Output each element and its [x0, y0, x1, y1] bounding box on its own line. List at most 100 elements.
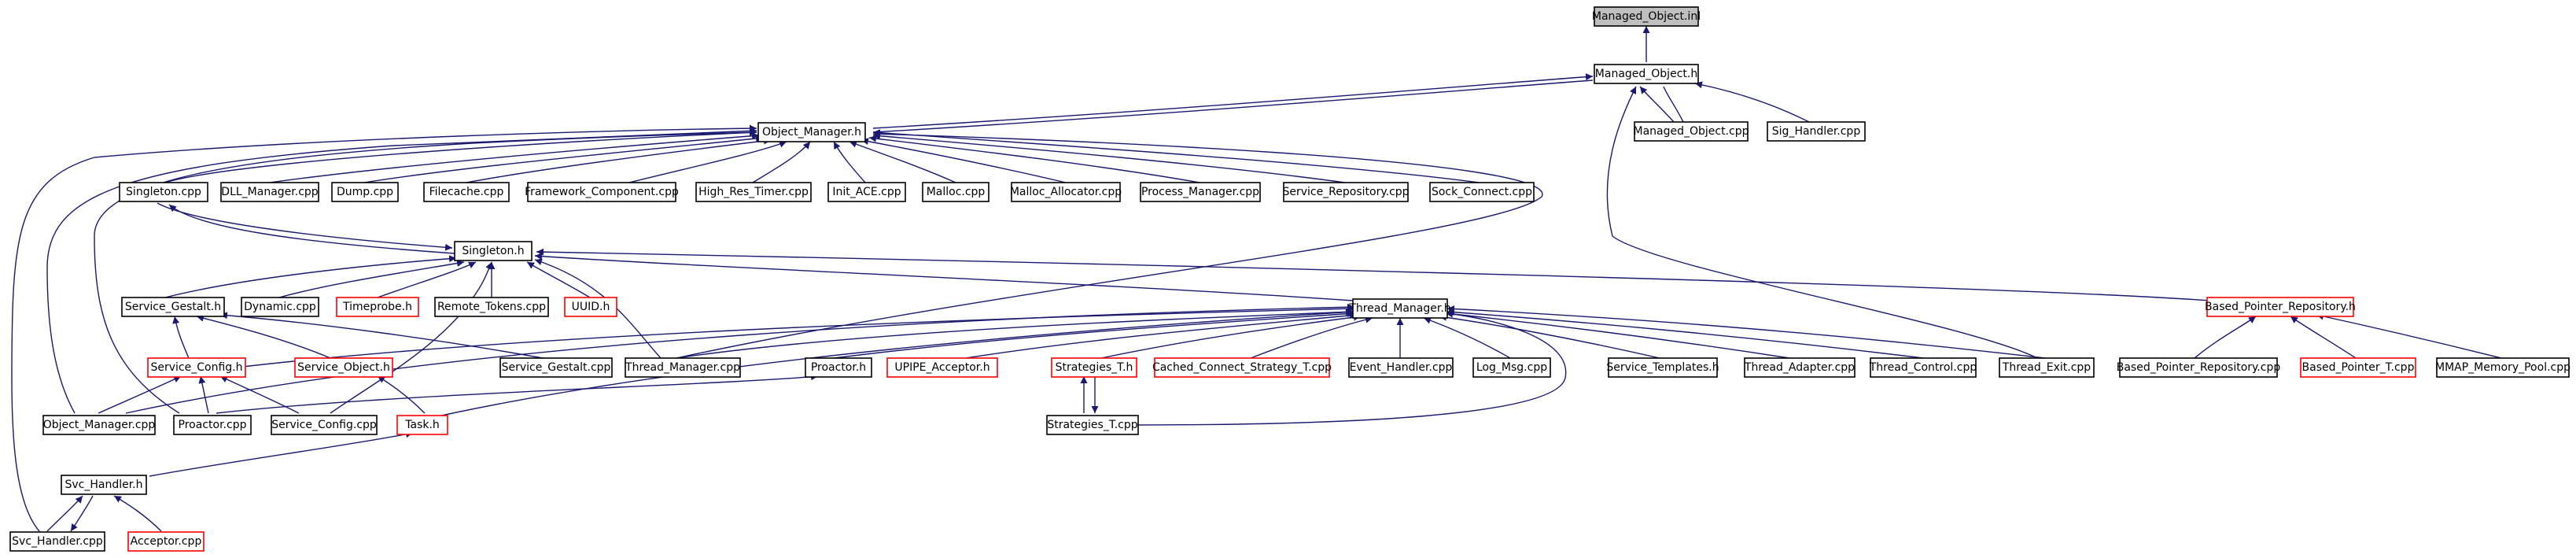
- node-label: Malloc.cpp: [927, 186, 986, 198]
- edge-strategies-t-cpp-to-thread-manager-h: [1132, 310, 1567, 426]
- edge-thread-manager-h-to-singleton-h: [534, 253, 1354, 301]
- node-label: Proactor.h: [811, 361, 866, 374]
- node-label: High_Res_Timer.cpp: [698, 186, 809, 198]
- node-task-h[interactable]: Task.h: [396, 415, 448, 435]
- node-uuid-h[interactable]: UUID.h: [564, 297, 617, 317]
- node-thread-adapter-cpp[interactable]: Thread_Adapter.cpp: [1744, 357, 1856, 378]
- node-object-manager-h[interactable]: Object_Manager.h: [757, 122, 866, 142]
- node-based-pointer-t-cpp[interactable]: Based_Pointer_T.cpp: [2300, 357, 2416, 378]
- node-dll-manager-cpp[interactable]: DLL_Manager.cpp: [220, 182, 319, 202]
- node-service-config-h[interactable]: Service_Config.h: [147, 357, 246, 378]
- edge-init-ace-to-object-manager-h: [833, 141, 866, 183]
- node-cached-connect-strategy-t-cpp[interactable]: Cached_Connect_Strategy_T.cpp: [1152, 357, 1332, 378]
- node-mmap-memory-pool-cpp[interactable]: MMAP_Memory_Pool.cpp: [2435, 357, 2570, 378]
- edge-thread-exit-to-thread-manager-h: [1446, 305, 2046, 359]
- edge-thread-control-to-thread-manager-h: [1446, 309, 1924, 359]
- edge-managed-object-cpp-to-h-2: [1663, 86, 1684, 123]
- node-managed-object-h[interactable]: Managed_Object.h: [1594, 64, 1699, 84]
- edge-service-config-cpp-to-service-config-h: [219, 375, 300, 414]
- node-managed-object-inl[interactable]: Managed_Object.inl: [1592, 6, 1701, 27]
- node-label: Singleton.cpp: [126, 186, 201, 198]
- node-svc-handler-h[interactable]: Svc_Handler.h: [61, 475, 147, 495]
- node-thread-exit-cpp[interactable]: Thread_Exit.cpp: [1999, 357, 2095, 378]
- edge-service-repository-to-object-manager-h: [872, 132, 1346, 183]
- node-malloc-allocator-cpp[interactable]: Malloc_Allocator.cpp: [1010, 182, 1122, 202]
- node-log-msg-cpp[interactable]: Log_Msg.cpp: [1472, 357, 1551, 378]
- node-remote-tokens-cpp[interactable]: Remote_Tokens.cpp: [434, 297, 549, 317]
- edge-framework-to-object-manager-h: [628, 140, 787, 183]
- node-label: Service_Repository.cpp: [1282, 186, 1409, 198]
- node-label: Service_Gestalt.h: [125, 301, 221, 313]
- node-label: Sock_Connect.cpp: [1432, 186, 1532, 198]
- edge-based-ptr-repo-h-to-singleton-h: [536, 248, 2211, 301]
- node-framework-component-cpp[interactable]: Framework_Component.cpp: [525, 182, 679, 202]
- node-strategies-t-cpp[interactable]: Strategies_T.cpp: [1046, 415, 1139, 435]
- edge-service-object-h-to-gestalt-h: [196, 314, 331, 359]
- node-upipe-acceptor-h[interactable]: UPIPE_Acceptor.h: [886, 357, 998, 378]
- node-service-gestalt-h[interactable]: Service_Gestalt.h: [121, 297, 225, 317]
- edge-svc-handler-cpp-to-object-manager-h: [11, 124, 757, 532]
- node-label: Svc_Handler.cpp: [12, 535, 103, 548]
- node-event-handler-cpp[interactable]: Event_Handler.cpp: [1348, 357, 1454, 378]
- node-proactor-h[interactable]: Proactor.h: [805, 357, 872, 378]
- node-label: Log_Msg.cpp: [1476, 361, 1547, 374]
- dependency-nodes: Managed_Object.inl Managed_Object.h Obje…: [9, 6, 2570, 552]
- node-sock-connect-cpp[interactable]: Sock_Connect.cpp: [1429, 182, 1535, 202]
- node-strategies-t-h[interactable]: Strategies_T.h: [1051, 357, 1137, 378]
- node-label: DLL_Manager.cpp: [221, 186, 318, 198]
- edge-thread-manager-cpp-to-object-manager-h: [676, 130, 1543, 359]
- node-service-repository-cpp[interactable]: Service_Repository.cpp: [1282, 182, 1410, 202]
- edge-sock-connect-to-object-manager-h: [872, 129, 1480, 183]
- node-label: Thread_Manager.h: [1348, 302, 1450, 315]
- node-label: Malloc_Allocator.cpp: [1010, 186, 1122, 198]
- edge-malloc-allocator-to-object-manager-h: [861, 138, 1067, 183]
- node-label: Object_Manager.h: [762, 126, 861, 139]
- node-singleton-cpp[interactable]: Singleton.cpp: [119, 182, 208, 202]
- node-proactor-cpp[interactable]: Proactor.cpp: [173, 415, 252, 435]
- node-svc-handler-cpp[interactable]: Svc_Handler.cpp: [9, 531, 105, 552]
- edge-thread-adapter-to-thread-manager-h: [1445, 310, 1790, 359]
- edge-high-res-to-object-manager-h: [752, 141, 811, 183]
- edge-service-templates-to-thread-manager-h: [1439, 313, 1660, 359]
- edge-service-gestalt-cpp-to-gestalt-h: [219, 312, 544, 359]
- edge-task-h-to-service-object-h: [377, 375, 426, 414]
- node-service-config-cpp[interactable]: Service_Config.cpp: [271, 415, 378, 435]
- node-thread-manager-cpp[interactable]: Thread_Manager.cpp: [625, 357, 741, 378]
- node-thread-manager-h[interactable]: Thread_Manager.h: [1348, 298, 1451, 319]
- edge-acceptor-to-svc-handler-h: [113, 495, 162, 532]
- node-label: Svc_Handler.h: [64, 479, 142, 491]
- edge-uuid-to-singleton-h: [526, 261, 591, 298]
- node-init-ace-cpp[interactable]: Init_ACE.cpp: [827, 182, 906, 202]
- edge-singleton-h-to-singleton-cpp: [168, 204, 455, 254]
- node-dump-cpp[interactable]: Dump.cpp: [331, 182, 399, 202]
- edge-svc-handler-h-to-task-h: [149, 431, 414, 477]
- node-service-templates-h[interactable]: Service_Templates.h: [1606, 357, 1719, 378]
- edge-cached-connect-to-thread-manager-h: [1250, 316, 1373, 359]
- node-sig-handler-cpp[interactable]: Sig_Handler.cpp: [1767, 121, 1866, 142]
- node-label: Event_Handler.cpp: [1350, 361, 1453, 374]
- node-acceptor-cpp[interactable]: Acceptor.cpp: [127, 531, 205, 552]
- node-service-object-h[interactable]: Service_Object.h: [294, 357, 393, 378]
- node-based-pointer-repository-h[interactable]: Based_Pointer_Repository.h: [2205, 297, 2356, 317]
- dependency-edges: [11, 26, 2502, 532]
- edge-sig-handler-to-managed-object-h: [1694, 81, 1810, 123]
- node-label: Service_Config.h: [151, 361, 243, 374]
- node-high-res-timer-cpp[interactable]: High_Res_Timer.cpp: [695, 182, 812, 202]
- node-managed-object-cpp[interactable]: Managed_Object.cpp: [1633, 121, 1749, 142]
- node-filecache-cpp[interactable]: Filecache.cpp: [423, 182, 510, 202]
- node-label: Timeprobe.h: [342, 301, 412, 313]
- node-label: Proactor.cpp: [179, 419, 247, 431]
- node-malloc-cpp[interactable]: Malloc.cpp: [922, 182, 989, 202]
- node-based-pointer-repository-cpp[interactable]: Based_Pointer_Repository.cpp: [2117, 357, 2281, 378]
- node-process-manager-cpp[interactable]: Process_Manager.cpp: [1140, 182, 1261, 202]
- node-timeprobe-h[interactable]: Timeprobe.h: [336, 297, 419, 317]
- node-label: Task.h: [404, 419, 440, 431]
- edge-singleton-cpp-to-object-manager-h: [164, 128, 757, 183]
- node-dynamic-cpp[interactable]: Dynamic.cpp: [241, 297, 319, 317]
- node-thread-control-cpp[interactable]: Thread_Control.cpp: [1869, 357, 1977, 378]
- edge-thread-manager-cpp-to-thread-manager-h: [676, 308, 1354, 359]
- node-singleton-h[interactable]: Singleton.h: [454, 241, 533, 261]
- node-object-manager-cpp[interactable]: Object_Manager.cpp: [42, 415, 156, 435]
- node-service-gestalt-cpp[interactable]: Service_Gestalt.cpp: [499, 357, 613, 378]
- edge-service-config-h-to-gestalt-h: [172, 316, 190, 359]
